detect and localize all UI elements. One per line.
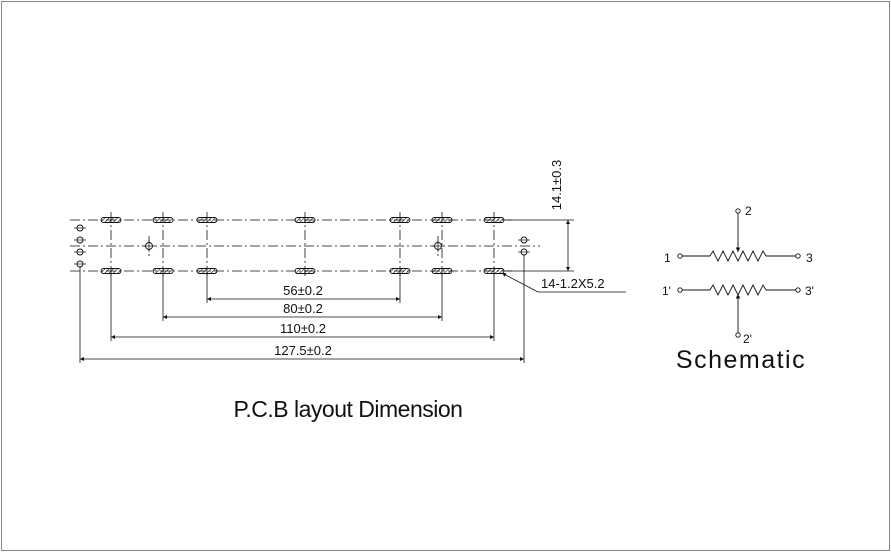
pad	[100, 268, 122, 274]
pad	[196, 217, 218, 223]
resistor-upper	[709, 249, 767, 263]
extension-lines	[79, 219, 574, 363]
terminal-3	[795, 253, 801, 259]
terminal-1	[677, 253, 683, 259]
pad	[294, 268, 316, 274]
terminal-3p	[795, 287, 801, 293]
pad-centerlines	[110, 212, 495, 279]
dim-text-14: 14.1±0.3	[549, 160, 564, 211]
pads-bottom-row	[100, 268, 505, 274]
pcb-layout: 56±0.2 80±0.2 110±0.2 127.5±0.2 14.1±0.3…	[70, 160, 626, 422]
pin-label-3p: 3'	[805, 284, 814, 298]
pad	[100, 217, 122, 223]
dim-text-56: 56±0.2	[283, 283, 323, 298]
pad	[152, 217, 174, 223]
dim-text-80: 80±0.2	[283, 301, 323, 316]
resistor-lower	[709, 283, 767, 297]
schematic: 1 3 2 1' 3' 2' Schematic	[662, 204, 814, 374]
terminal-1p	[677, 287, 683, 293]
pin-label-1: 1	[664, 251, 671, 265]
hole-callout-text: 14-1.2X5.2	[541, 276, 605, 291]
schematic-title: Schematic	[676, 346, 806, 374]
pin-label-3: 3	[806, 251, 813, 265]
pad	[483, 268, 505, 274]
pad	[294, 217, 316, 223]
pad	[389, 217, 411, 223]
pad	[152, 268, 174, 274]
pad	[431, 268, 453, 274]
pads-top-row	[100, 217, 505, 223]
pin-label-2: 2	[745, 204, 752, 218]
pcb-centerlines	[70, 219, 540, 272]
terminal-2p	[735, 332, 741, 338]
callout-leader	[501, 272, 626, 293]
dim-text-110: 110±0.2	[280, 321, 326, 336]
terminal-2	[735, 208, 741, 214]
pad	[389, 268, 411, 274]
pad	[483, 217, 505, 223]
dimension-lines	[80, 220, 570, 361]
pad	[431, 217, 453, 223]
dim-text-127: 127.5±0.2	[274, 343, 332, 358]
pin-label-1p: 1'	[662, 284, 671, 298]
pad	[196, 268, 218, 274]
pin-label-2p: 2'	[743, 332, 752, 346]
pcb-title: P.C.B layout Dimension	[234, 396, 463, 422]
